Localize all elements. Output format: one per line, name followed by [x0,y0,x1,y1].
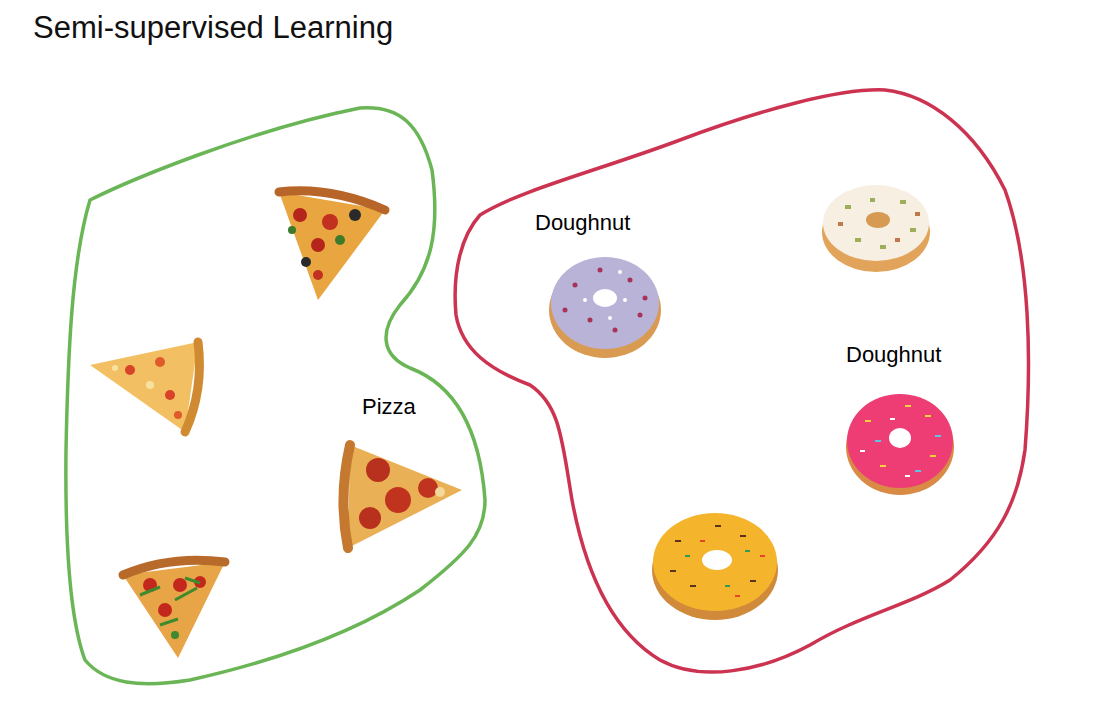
cluster-outline-path [455,90,1028,672]
cluster-outline [60,100,495,695]
pizza-slice [343,445,462,548]
doughnut [846,394,954,495]
doughnut [652,513,778,620]
cluster-outline [450,85,1040,685]
pizza-slice [279,191,385,300]
doughnut [822,185,930,272]
cluster-outline-path [66,108,485,684]
diagram-title: Semi-supervised Learning [33,10,393,46]
labeled-cluster: Pizza [60,100,495,695]
pizza-slice [90,342,199,432]
class-label: Doughnut [846,342,941,367]
doughnut [549,257,661,358]
pizza-slice [123,560,225,658]
labeled-cluster: DoughnutDoughnut [450,85,1040,685]
class-label: Pizza [362,394,416,419]
class-label: Doughnut [535,210,630,235]
